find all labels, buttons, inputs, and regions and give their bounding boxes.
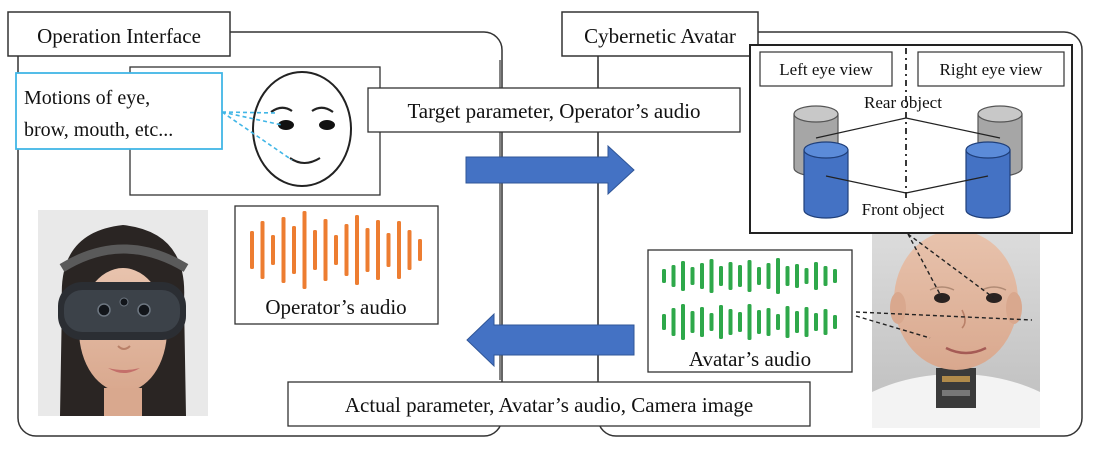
waveform-bar — [719, 266, 723, 286]
waveform-bar — [671, 308, 676, 336]
waveform-bar — [776, 258, 780, 294]
callout-line-1: Motions of eye, — [24, 87, 150, 109]
disparity-lines — [815, 117, 1001, 194]
waveform-bar — [814, 313, 818, 331]
arrow-to-operator-icon — [466, 312, 635, 368]
avatar-audio-waveform-bottom — [662, 304, 837, 340]
avatar-audio-label: Avatar’s audio — [689, 347, 811, 371]
waveform-bar — [386, 233, 391, 267]
waveform-bar — [795, 311, 799, 333]
waveform-bar — [313, 230, 317, 270]
vr-headset-operator-photo — [38, 210, 208, 416]
waveform-bar — [365, 228, 370, 272]
target-parameter-label-box: Target parameter, Operator’s audio — [367, 87, 741, 133]
operator-audio-box: Operator’s audio — [234, 205, 439, 325]
waveform-bar — [823, 309, 828, 335]
waveform-bar — [766, 308, 771, 336]
android-avatar-head-photo — [872, 230, 1040, 428]
waveform-bar — [700, 263, 704, 289]
waveform-bar — [323, 219, 328, 281]
waveform-bar — [785, 306, 790, 338]
stereo-view-box: Left eye view Right eye view Rear object… — [749, 44, 1073, 234]
waveform-bar — [355, 215, 359, 285]
waveform-bar — [728, 309, 733, 335]
avatar-audio-waveform-top — [662, 258, 837, 294]
waveform-bar — [804, 268, 809, 284]
avatar-audio-box: Avatar’s audio — [647, 249, 853, 373]
arrow-to-avatar-icon — [465, 144, 635, 196]
waveform-bar — [700, 307, 704, 337]
waveform-bar — [292, 226, 296, 274]
waveform-bar — [662, 269, 666, 283]
waveform-bar — [823, 266, 828, 286]
operation-panel-frame — [17, 31, 503, 437]
waveform-bar — [281, 217, 286, 283]
operator-audio-label: Operator’s audio — [265, 295, 406, 319]
waveform-bar — [738, 265, 742, 287]
waveform-bar — [662, 314, 666, 330]
waveform-bar — [719, 305, 723, 339]
target-parameter-label: Target parameter, Operator’s audio — [407, 99, 700, 123]
waveform-bar — [260, 221, 265, 279]
right-eye-view-label: Right eye view — [940, 60, 1044, 79]
waveform-bar — [833, 269, 837, 283]
front-cylinder-left-icon — [803, 141, 849, 219]
actual-parameter-label-box: Actual parameter, Avatar’s audio, Camera… — [287, 381, 811, 427]
avatar-panel-title-tab: Cybernetic Avatar — [561, 11, 759, 57]
waveform-bar — [344, 224, 349, 276]
avatar-panel-title: Cybernetic Avatar — [584, 24, 736, 48]
front-cylinder-right-icon — [965, 141, 1011, 219]
waveform-bar — [785, 266, 790, 286]
face-sketch-icon — [252, 71, 352, 187]
waveform-bar — [690, 311, 695, 333]
waveform-bar — [709, 259, 714, 293]
waveform-bar — [334, 235, 338, 265]
waveform-bar — [418, 239, 422, 261]
waveform-bar — [776, 314, 780, 330]
waveform-bar — [671, 265, 676, 287]
waveform-bar — [747, 260, 752, 292]
waveform-bar — [690, 267, 695, 285]
front-object-label: Front object — [862, 200, 945, 219]
waveform-bar — [766, 263, 771, 289]
rear-object-label: Rear object — [864, 93, 942, 112]
eye-projection-lines — [855, 233, 1033, 339]
actual-parameter-label: Actual parameter, Avatar’s audio, Camera… — [345, 393, 753, 417]
waveform-bar — [833, 315, 837, 329]
waveform-bar — [397, 221, 401, 279]
waveform-bar — [709, 313, 714, 331]
waveform-bar — [407, 230, 412, 270]
operation-panel-title: Operation Interface — [37, 24, 201, 48]
waveform-bar — [757, 310, 761, 334]
waveform-bar — [302, 211, 307, 289]
waveform-bar — [681, 261, 685, 291]
operator-audio-waveform — [250, 211, 422, 289]
callout-line-2: brow, mouth, etc... — [24, 119, 173, 141]
operation-panel-title-tab: Operation Interface — [7, 11, 231, 57]
left-eye-view-label: Left eye view — [779, 60, 873, 79]
waveform-bar — [795, 264, 799, 288]
waveform-bar — [271, 235, 275, 265]
waveform-bar — [728, 262, 733, 290]
waveform-bar — [814, 262, 818, 290]
waveform-bar — [250, 231, 254, 269]
waveform-bar — [804, 307, 809, 337]
waveform-bar — [747, 304, 752, 340]
waveform-bar — [681, 304, 685, 340]
motion-callout: Motions of eye, brow, mouth, etc... — [15, 72, 293, 161]
waveform-bar — [376, 220, 380, 280]
waveform-bar — [757, 267, 761, 285]
waveform-bar — [738, 312, 742, 332]
